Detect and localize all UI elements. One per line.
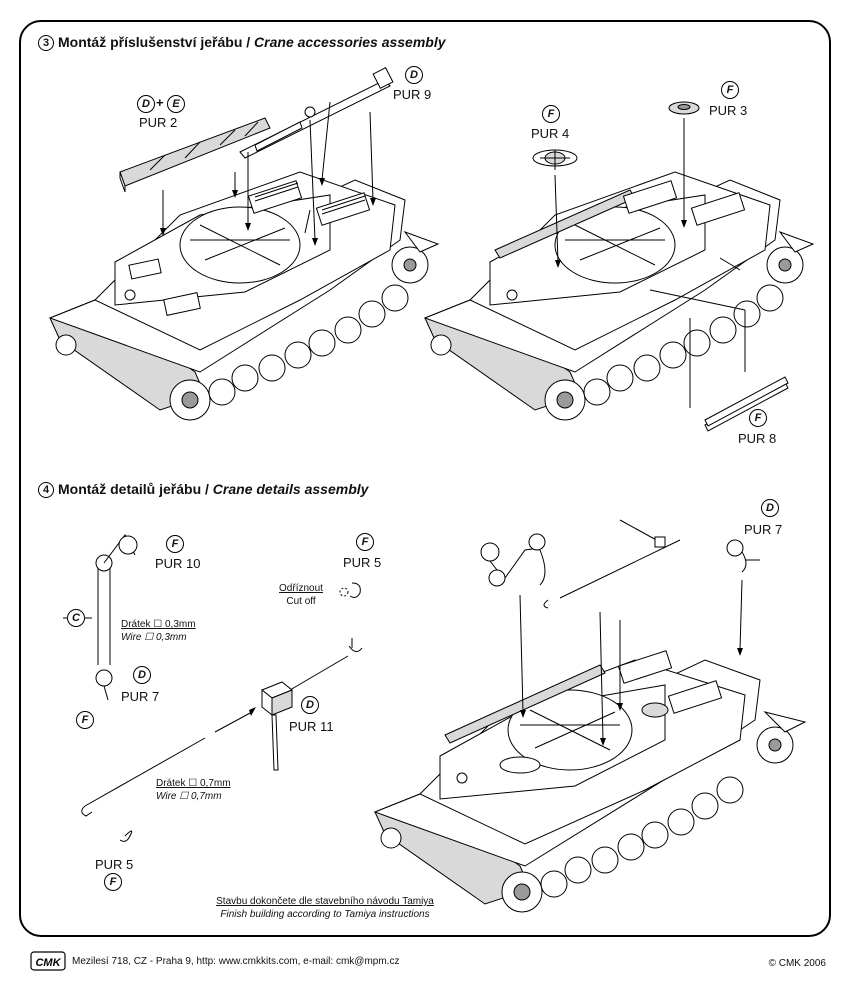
disc-part-pur3 <box>668 101 700 115</box>
part-badge-f: F <box>542 105 560 123</box>
plus-sign: + <box>156 95 164 110</box>
section-3-title-en: Crane accessories assembly <box>254 34 446 50</box>
label-pur5-bottom: PUR 5 <box>95 857 134 872</box>
part-badge-d: D <box>405 66 423 84</box>
part-badge-d: D <box>133 666 151 684</box>
section-4-title-en: Crane details assembly <box>212 481 369 497</box>
note-wire-03-cz: Drátek ☐ 0,3mm <box>121 619 196 630</box>
note-wire-07-en: Wire ☐ 0,7mm <box>156 791 222 802</box>
label-pur2: PUR 2 <box>139 115 178 130</box>
beam-part-pur2 <box>119 117 271 193</box>
tank-drawing-1 <box>48 171 440 421</box>
arrows-section3-left <box>160 101 376 246</box>
copyright: © CMK 2006 <box>768 958 826 969</box>
crane-pulley-parts <box>63 534 138 701</box>
note-wire-07-cz: Drátek ☐ 0,7mm <box>156 778 231 789</box>
boom-part-pur9 <box>239 67 394 159</box>
cmk-logo: CMK <box>30 951 66 971</box>
wheels-1 <box>55 246 429 421</box>
note-wire-07: Drátek ☐ 0,7mm Wire ☐ 0,7mm <box>156 777 231 803</box>
note-wire-03: Drátek ☐ 0,3mm Wire ☐ 0,3mm <box>121 618 196 644</box>
part-badge-f: F <box>104 873 122 891</box>
label-pur7-right: PUR 7 <box>744 522 783 537</box>
label-pur9: PUR 9 <box>393 87 432 102</box>
label-pur7-left: PUR 7 <box>121 689 160 704</box>
arrows-section3-right <box>554 118 746 408</box>
hook-cutoff-parts <box>339 582 363 652</box>
hook-bottom-part <box>119 830 133 842</box>
wheels-3 <box>380 726 794 913</box>
winch-part-pur4 <box>532 149 578 170</box>
part-badge-f: F <box>749 409 767 427</box>
tank-drawing-3 <box>373 650 807 913</box>
arrows-section4-right <box>519 559 760 746</box>
note-cut-off: Odříznout Cut off <box>266 582 336 608</box>
label-pur5-top: PUR 5 <box>343 555 382 570</box>
label-pur4: PUR 4 <box>531 126 570 141</box>
note-finish-cz: Stavbu dokončete dle stavebního návodu T… <box>216 896 434 907</box>
label-pur8: PUR 8 <box>738 431 777 446</box>
label-pur10: PUR 10 <box>155 556 201 571</box>
tank-drawing-2 <box>423 171 815 421</box>
section-3-number: 3 <box>38 35 54 51</box>
rods-part-pur8 <box>704 376 789 432</box>
section-4-number: 4 <box>38 482 54 498</box>
part-badge-f: F <box>76 711 94 729</box>
part-badge-d: D <box>301 696 319 714</box>
section4-right-parts <box>480 519 747 609</box>
label-pur3: PUR 3 <box>709 103 748 118</box>
page-frame <box>19 20 831 937</box>
note-cut-off-en: Cut off <box>286 596 316 607</box>
part-badge-f: F <box>721 81 739 99</box>
note-cut-off-cz: Odříznout <box>279 583 323 594</box>
wire-07-part <box>81 655 349 817</box>
bracket-part-pur11 <box>261 681 293 771</box>
footer-address: Mezilesí 718, CZ - Praha 9, http: www.cm… <box>72 955 400 967</box>
cmk-logo-icon <box>30 951 66 971</box>
footer: CMK Mezilesí 718, CZ - Praha 9, http: ww… <box>30 950 399 972</box>
logo-text: CMK <box>35 957 61 969</box>
label-pur11: PUR 11 <box>289 719 334 734</box>
note-finish-building: Stavbu dokončete dle stavebního návodu T… <box>190 895 460 921</box>
part-badge-f: F <box>166 535 184 553</box>
part-badge-c: C <box>67 609 85 627</box>
section-4-title-cz: Montáž detailů jeřábu / <box>58 481 213 497</box>
wheels-2 <box>430 246 804 421</box>
section-3-title-cz: Montáž příslušenství jeřábu / <box>58 34 255 50</box>
part-badge-d: D <box>761 499 779 517</box>
part-badge-d: D <box>137 95 155 113</box>
note-finish-en: Finish building according to Tamiya inst… <box>220 909 430 920</box>
note-wire-03-en: Wire ☐ 0,3mm <box>121 632 187 643</box>
part-badge-e: E <box>167 95 185 113</box>
part-badge-f: F <box>356 533 374 551</box>
